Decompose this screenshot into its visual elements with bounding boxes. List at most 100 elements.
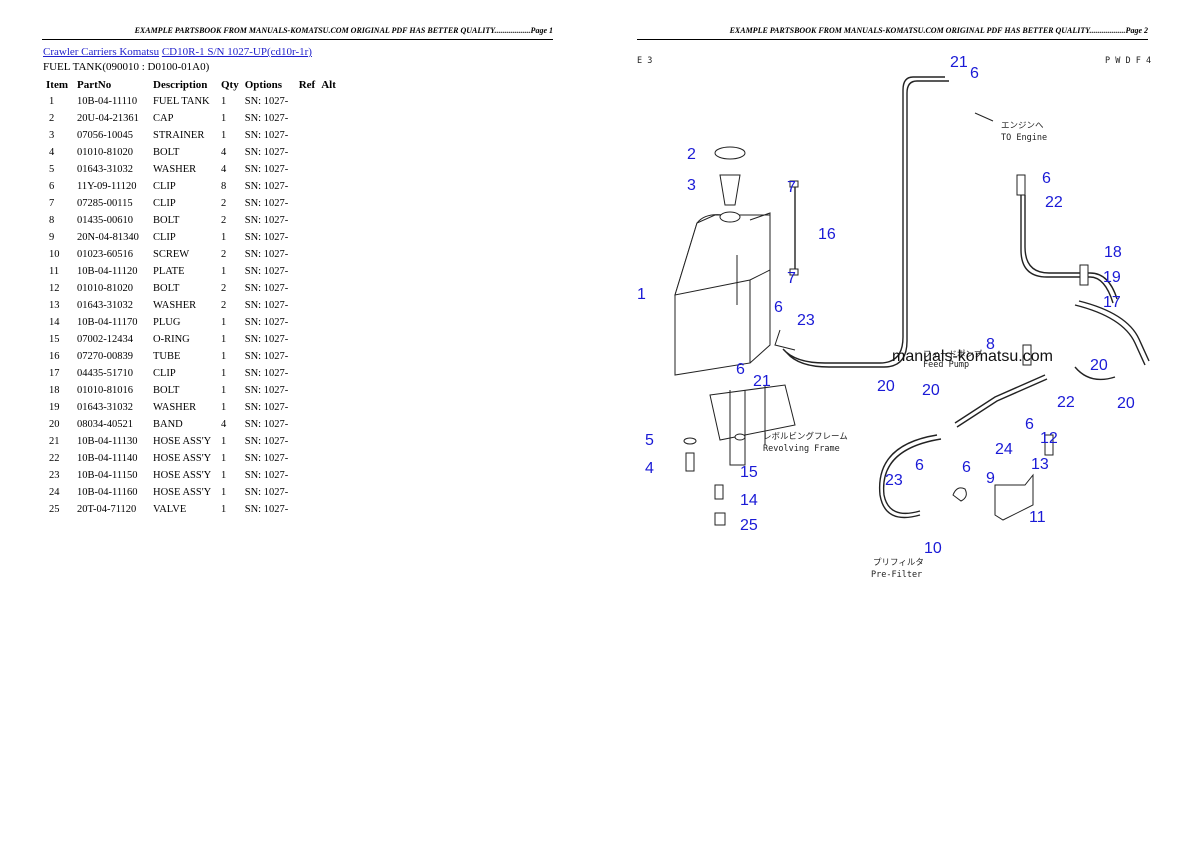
table-cell: 18 bbox=[49, 385, 60, 396]
table-cell: 08034-40521 bbox=[77, 419, 133, 430]
table-cell: SN: 1027- bbox=[244, 453, 289, 464]
table-cell: 1 bbox=[221, 317, 227, 328]
diagram-corner-label-left: E 3 bbox=[637, 56, 652, 66]
table-cell: 1 bbox=[221, 232, 227, 243]
feed-pump-label: Feed Pump bbox=[923, 360, 969, 370]
breadcrumb-link-category[interactable]: Crawler Carriers Komatsu bbox=[43, 46, 160, 58]
callout-6: 6 bbox=[1042, 170, 1051, 187]
revolving-frame-label: Revolving Frame bbox=[763, 444, 840, 454]
table-cell: SN: 1027- bbox=[244, 402, 289, 413]
small-parts-drawing bbox=[683, 174, 1089, 526]
callout-23: 23 bbox=[885, 472, 903, 489]
table-cell: SN: 1027- bbox=[244, 113, 289, 124]
table-cell: 13 bbox=[49, 300, 60, 311]
table-cell: BOLT bbox=[153, 215, 180, 226]
callout-20: 20 bbox=[1090, 357, 1108, 374]
table-header-row: Item PartNo Description Qty Options Ref … bbox=[43, 76, 339, 93]
watermark: manuals-komatsu.com bbox=[892, 348, 1053, 365]
callout-6: 6 bbox=[970, 65, 979, 82]
col-partno: PartNo bbox=[77, 78, 112, 91]
breadcrumb-link-model[interactable]: CD10R-1 S/N 1027-UP(cd10r-1r) bbox=[161, 46, 312, 58]
table-cell: 2 bbox=[221, 249, 227, 260]
col-item: Item bbox=[46, 78, 68, 91]
callout-21: 21 bbox=[753, 373, 771, 390]
table-cell: 17 bbox=[49, 368, 60, 379]
prefilter-label-jp: プリフィルタ bbox=[873, 558, 924, 568]
table-cell: BOLT bbox=[153, 147, 180, 158]
callout-18: 18 bbox=[1104, 244, 1122, 261]
table-cell: HOSE ASS'Y bbox=[153, 453, 212, 464]
table-cell: SN: 1027- bbox=[244, 283, 289, 294]
page-2: EXAMPLE PARTSBOOK FROM MANUALS-KOMATSU.C… bbox=[595, 0, 1190, 842]
to-engine-label-jp: エンジンへ bbox=[1001, 121, 1044, 131]
table-cell: 1 bbox=[221, 266, 227, 277]
callout-10: 10 bbox=[924, 540, 942, 557]
table-cell: CLIP bbox=[153, 368, 176, 379]
callout-4: 4 bbox=[645, 460, 654, 477]
table-cell: BOLT bbox=[153, 283, 180, 294]
revolving-frame-label-jp: レボルビングフレーム bbox=[763, 431, 848, 442]
callout-25: 25 bbox=[740, 517, 758, 534]
table-cell: STRAINER bbox=[153, 130, 205, 141]
table-cell: 5 bbox=[49, 164, 55, 175]
callout-6: 6 bbox=[915, 457, 924, 474]
table-cell: CAP bbox=[153, 113, 174, 124]
table-cell: SN: 1027- bbox=[244, 96, 289, 107]
callout-7: 7 bbox=[787, 179, 796, 196]
callout-20: 20 bbox=[877, 378, 895, 395]
prefilter-label: Pre-Filter bbox=[871, 570, 922, 580]
table-cell: 1 bbox=[221, 113, 227, 124]
table-cell: 20N-04-81340 bbox=[77, 232, 139, 243]
table-cell: SN: 1027- bbox=[244, 368, 289, 379]
table-cell: 1 bbox=[221, 402, 227, 413]
table-cell: 2 bbox=[221, 300, 227, 311]
table-cell: BOLT bbox=[153, 385, 180, 396]
table-cell: 11Y-09-11120 bbox=[77, 181, 137, 192]
table-cell: 01010-81016 bbox=[77, 385, 133, 396]
callout-19: 19 bbox=[1103, 269, 1121, 286]
table-cell: SN: 1027- bbox=[244, 419, 289, 430]
callout-2: 2 bbox=[687, 146, 696, 163]
callout-11: 11 bbox=[1029, 509, 1046, 526]
fuel-line-drawing bbox=[774, 76, 1150, 519]
table-cell: SN: 1027- bbox=[244, 181, 289, 192]
table-cell: SN: 1027- bbox=[244, 164, 289, 175]
to-engine-label: TO Engine bbox=[1001, 133, 1047, 143]
table-cell: 1 bbox=[221, 504, 227, 515]
table-cell: 07002-12434 bbox=[77, 334, 133, 345]
table-cell: 1 bbox=[221, 487, 227, 498]
table-cell: 9 bbox=[49, 232, 55, 243]
callout-12: 12 bbox=[1040, 430, 1058, 447]
table-cell: CLIP bbox=[153, 198, 176, 209]
table-cell: WASHER bbox=[153, 402, 197, 413]
table-cell: 10B-04-11170 bbox=[77, 317, 138, 328]
feed-pump-label-jp: フィードポンプ bbox=[923, 350, 983, 360]
table-cell: HOSE ASS'Y bbox=[153, 436, 212, 447]
table-cell: 15 bbox=[49, 334, 60, 345]
callout-5: 5 bbox=[645, 432, 654, 449]
table-cell: WASHER bbox=[153, 300, 197, 311]
table-cell: 22 bbox=[49, 453, 60, 464]
table-cell: SN: 1027- bbox=[244, 436, 289, 447]
callout-9: 9 bbox=[986, 470, 995, 487]
table-cell: SN: 1027- bbox=[244, 487, 289, 498]
table-cell: 1 bbox=[49, 96, 55, 107]
fuel-tank-drawing bbox=[674, 211, 796, 466]
table-cell: 10 bbox=[49, 249, 60, 260]
col-alt: Alt bbox=[321, 78, 336, 91]
table-cell: SN: 1027- bbox=[244, 249, 289, 260]
table-cell: SN: 1027- bbox=[244, 215, 289, 226]
table-cell: SN: 1027- bbox=[244, 300, 289, 311]
table-cell: 24 bbox=[49, 487, 60, 498]
table-cell: 2 bbox=[221, 198, 227, 209]
callout-22: 22 bbox=[1045, 194, 1063, 211]
table-cell: 1 bbox=[221, 351, 227, 362]
table-cell: 4 bbox=[221, 419, 227, 430]
